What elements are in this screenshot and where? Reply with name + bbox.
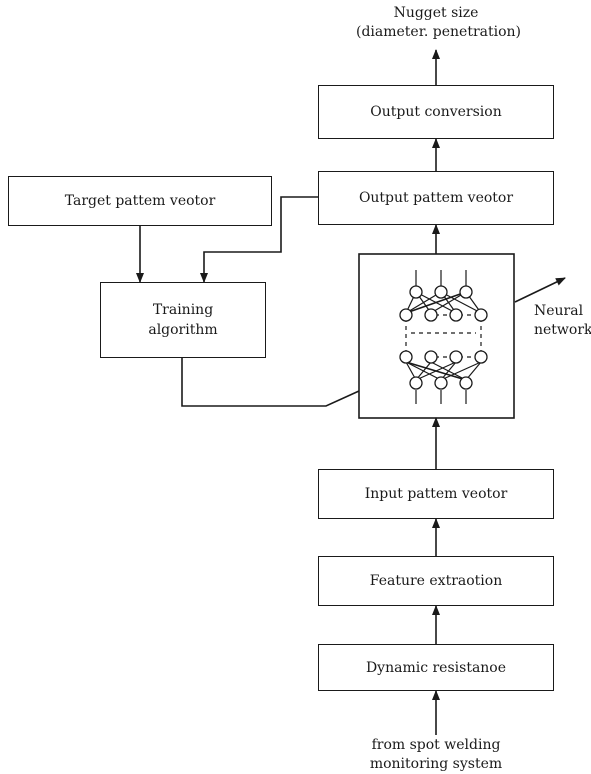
neural-line1: Neural — [534, 303, 584, 319]
nugget-size-line2: (diameter. penetration) — [356, 24, 521, 40]
source-line1: from spot welding — [371, 737, 501, 753]
line-training-to-network — [181, 358, 360, 407]
nugget-size-line1: Nugget size — [393, 5, 479, 21]
output-pattern-text: Output pattem veotor — [358, 190, 514, 206]
dynamic-resistance-box: Dynamic resistanoe — [318, 644, 554, 691]
source-line2: monitoring system — [369, 756, 503, 772]
neural-network-nodes — [399, 285, 488, 390]
source-label: from spot welding monitoring system — [356, 736, 516, 774]
feature-extraction-box: Feature extraotion — [318, 556, 554, 606]
nugget-size-label: Nugget size (diameter. penetration) — [356, 4, 521, 42]
output-conversion-box: Output conversion — [318, 85, 554, 139]
input-pattern-box: Input pattem veotor — [318, 469, 554, 519]
output-conversion-text: Output conversion — [370, 104, 502, 120]
neural-line2: network — [534, 322, 591, 338]
arrow-network-label — [514, 277, 566, 303]
output-pattern-box: Output pattem veotor — [318, 171, 554, 225]
neural-network-box — [358, 253, 515, 419]
training-line1: Training — [152, 302, 214, 318]
feature-extraction-text: Feature extraotion — [369, 573, 503, 589]
arrow-outpattern-to-training — [200, 196, 318, 283]
training-line2: algorithm — [148, 322, 218, 338]
target-pattern-box: Target pattem veotor — [8, 176, 272, 226]
neural-network-label: Neural network — [534, 302, 591, 340]
target-pattern-text: Target pattem veotor — [64, 193, 216, 209]
neural-network-graph — [405, 270, 482, 404]
input-pattern-text: Input pattem veotor — [364, 486, 508, 502]
training-algorithm-box: Training algorithm — [100, 282, 266, 358]
dynamic-resistance-text: Dynamic resistanoe — [365, 659, 507, 676]
